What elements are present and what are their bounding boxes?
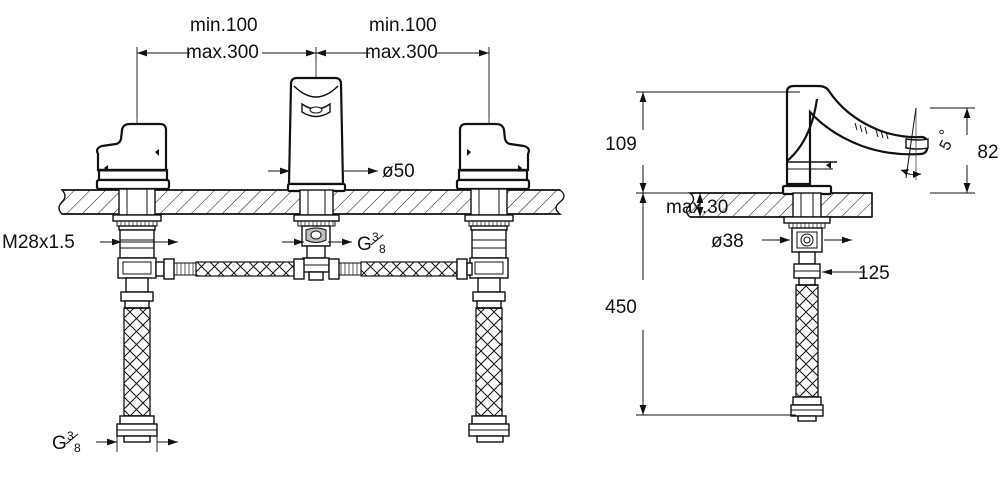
dim-deck-thickness: max.30	[666, 197, 728, 218]
dim-right-span-min: min.100	[369, 15, 437, 36]
dim-body-diameter: ø38	[711, 231, 744, 252]
label-inlet-thread: G 3 8	[52, 429, 81, 455]
dim-spout-reach-height: 82	[977, 142, 998, 163]
front-elevation-view: min.100 max.300 min.100 max.300	[2, 15, 565, 455]
connecting-hoses	[155, 258, 473, 280]
center-spout-assembly	[286, 60, 347, 281]
dimension-spout-reach-height: 82	[930, 107, 999, 194]
dim-right-span-max: max.300	[365, 42, 438, 63]
side-elevation-view: 109 450 max.30 ø38 125 82	[605, 84, 999, 422]
dimension-shank-reach: 125	[822, 263, 890, 284]
inlet-thread-letter: G	[52, 433, 67, 454]
front-view-annotations: M28x1.5 G 3 8 ø50 G 3 8	[2, 161, 415, 455]
hose-thread-letter: G	[357, 234, 372, 255]
hose-thread-numerator: 3	[372, 230, 379, 244]
inlet-thread-denominator: 8	[74, 441, 81, 455]
label-spout-diameter: ø50	[382, 161, 415, 182]
dimension-deck-thickness: max.30	[666, 193, 728, 218]
dimension-side-vertical: 109 450	[605, 91, 800, 416]
faucet-body-side	[781, 84, 929, 422]
left-handle-assembly	[95, 118, 171, 443]
dim-left-span-min: min.100	[190, 15, 258, 36]
hose-thread-denominator: 8	[379, 242, 386, 256]
counter-slab-side	[685, 192, 873, 218]
dim-hose-length: 450	[605, 297, 637, 318]
dim-spout-height: 109	[605, 134, 637, 155]
inlet-thread-numerator: 3	[67, 429, 74, 443]
dim-shank-reach: 125	[858, 263, 890, 284]
label-handle-thread: M28x1.5	[2, 232, 75, 253]
label-hose-thread: G 3 8	[357, 230, 386, 256]
dimension-body-diameter: ø38	[711, 231, 852, 252]
right-handle-assembly	[455, 118, 531, 443]
dim-left-span-max: max.300	[186, 42, 259, 63]
dimension-top-chain: min.100 max.300 min.100 max.300	[136, 15, 490, 196]
